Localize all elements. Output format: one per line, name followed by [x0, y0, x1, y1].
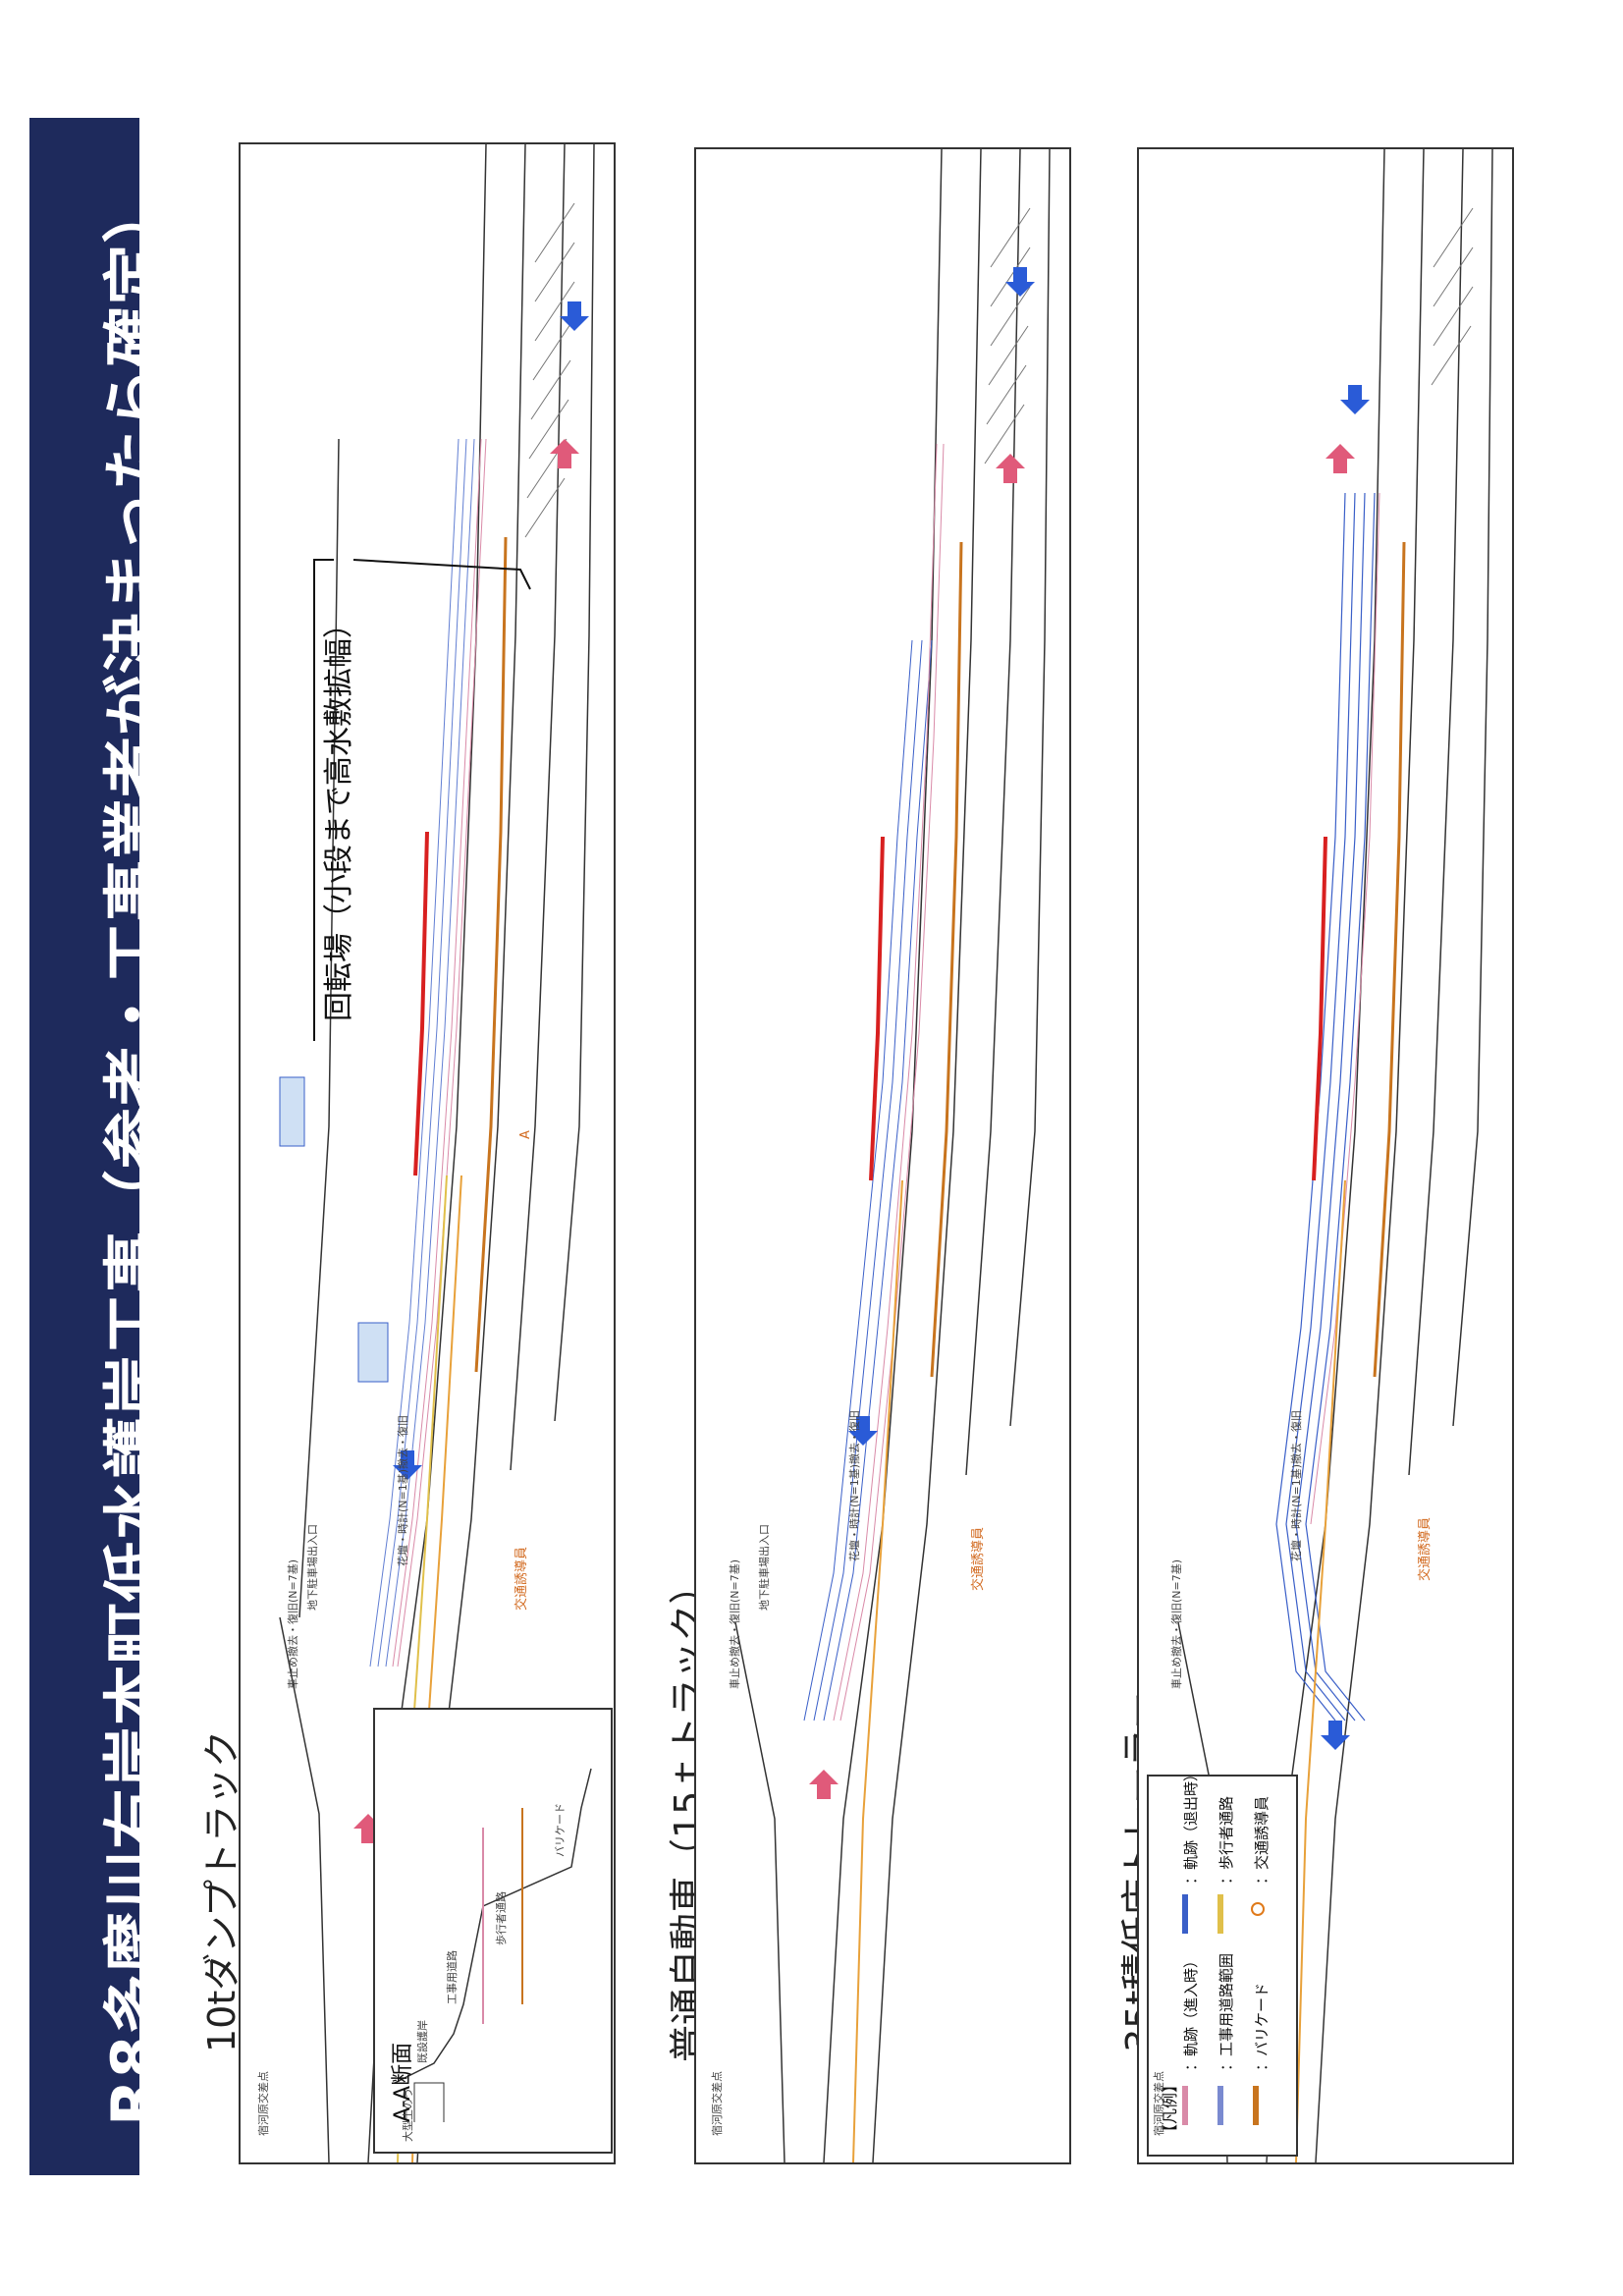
entrance-label-2: 地下駐車場出入口 — [758, 1524, 771, 1611]
guard-label-1: 交通誘導員 — [514, 1546, 529, 1611]
page-title: R8多摩川右岸本町低水護岸工事（参考・工事業者が決まったら確定） — [98, 181, 170, 2126]
legend-item-track-in: ：軌跡（進入時） — [1182, 1952, 1200, 2071]
section-aa-label-5: 大型土のう — [402, 2088, 414, 2142]
legend-item-pedestrian: ：歩行者通路 — [1217, 1795, 1235, 1885]
legend-swatch-pedestrian — [1217, 1894, 1223, 1934]
legend-swatch-work-road — [1217, 2086, 1223, 2125]
map-panel-15t — [694, 147, 1071, 2164]
legend-swatch-guard — [1251, 1902, 1265, 1916]
map-panel-10t: A-A断面 工事用道路 歩行者通路 バリケード 既設護岸 大型土のう — [239, 142, 616, 2164]
legend-item-barricade: ：バリケード — [1253, 1982, 1271, 2071]
entrance-label-1: 地下駐車場出入口 — [306, 1524, 319, 1611]
route-map-10t — [279, 144, 595, 2162]
signal-label-3: 宿河原交差点 — [1153, 2071, 1165, 2136]
stop-note-2: 車止め撤去・復旧(N=7基) — [729, 1558, 741, 1689]
route-map-15t — [734, 149, 1051, 2162]
section-marker: A — [518, 1130, 533, 1139]
legend-swatch-barricade — [1253, 2086, 1259, 2125]
section-aa-box: A-A断面 工事用道路 歩行者通路 バリケード 既設護岸 大型土のう — [373, 1708, 613, 2154]
legend-item-track-out: ：軌跡（退出時） — [1182, 1766, 1200, 1885]
turnaround-leader — [313, 559, 531, 1041]
section-aa-diagram — [394, 1768, 592, 2122]
work-note-1: 花壇・時計(N=1基)撤去・復旧 — [397, 1414, 409, 1566]
panel-label-10t: 10tダンプトラック — [200, 1729, 243, 2052]
work-note-2: 花壇・時計(N=1基)撤去・復旧 — [848, 1409, 861, 1561]
stop-note-3: 車止め撤去・復旧(N=7基) — [1170, 1558, 1183, 1689]
legend-item-guard: ：交通誘導員 — [1253, 1795, 1271, 1885]
signal-label-1: 宿河原交差点 — [257, 2071, 270, 2136]
legend-swatch-track-in — [1182, 2086, 1188, 2125]
guard-label-3: 交通誘導員 — [1418, 1516, 1433, 1581]
legend-item-work-road: ：工事用道路範囲 — [1217, 1952, 1235, 2071]
route-map-35t — [1177, 149, 1493, 2162]
section-aa-label-1: 工事用道路 — [446, 1950, 459, 2004]
legend-box: 【凡例】 ：軌跡（進入時） ：軌跡（退出時） ：工事用道路範囲 ：歩行者通路 ：… — [1147, 1767, 1298, 2157]
signal-label-2: 宿河原交差点 — [711, 2071, 724, 2136]
title-bar — [29, 118, 139, 2175]
section-aa-label-2: 歩行者通路 — [495, 1891, 508, 1945]
section-aa-label-4: 既設護岸 — [416, 2020, 429, 2063]
map-panel-35t: 【凡例】 ：軌跡（進入時） ：軌跡（退出時） ：工事用道路範囲 ：歩行者通路 ：… — [1137, 147, 1514, 2164]
section-aa-label-3: バリケード — [554, 1803, 567, 1857]
work-note-3: 花壇・時計(N=1基)撤去・復旧 — [1290, 1409, 1303, 1561]
guard-label-2: 交通誘導員 — [971, 1526, 986, 1591]
stop-note-1: 車止め撤去・復旧(N=7基) — [287, 1558, 299, 1689]
legend-swatch-track-out — [1182, 1894, 1188, 1934]
